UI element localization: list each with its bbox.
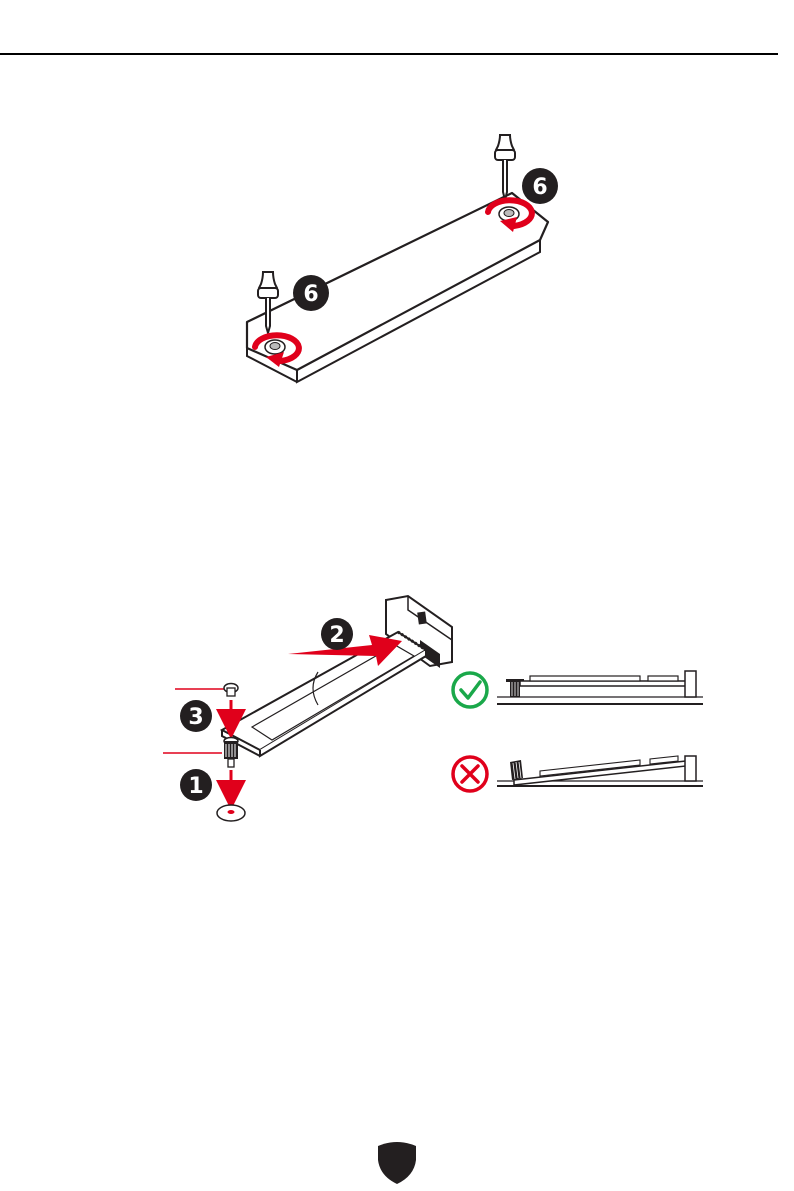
step-badge: 1 [180,769,212,801]
screw-left [265,340,285,354]
standoff-hole [217,805,245,821]
shield-logo-icon [378,1142,416,1184]
svg-text:3: 3 [188,705,203,730]
step-badge: 6 [522,168,558,204]
cross-icon [453,757,487,791]
standoff-icon [224,738,238,768]
svg-text:1: 1 [188,774,203,799]
figure-2-m2-install: 1 2 3 [163,596,703,821]
step-badge: 6 [293,275,329,311]
incorrect-example [453,756,703,791]
svg-text:2: 2 [329,623,344,648]
screw-icon [224,684,238,697]
check-icon [453,673,487,707]
screwdriver-icon [495,135,515,200]
correct-example [453,671,703,707]
step-badge: 3 [180,700,212,732]
figure-1-ssd-plate: 6 6 [247,135,558,382]
step-badge: 2 [321,618,353,650]
svg-text:6: 6 [303,282,318,307]
svg-text:6: 6 [532,175,547,200]
